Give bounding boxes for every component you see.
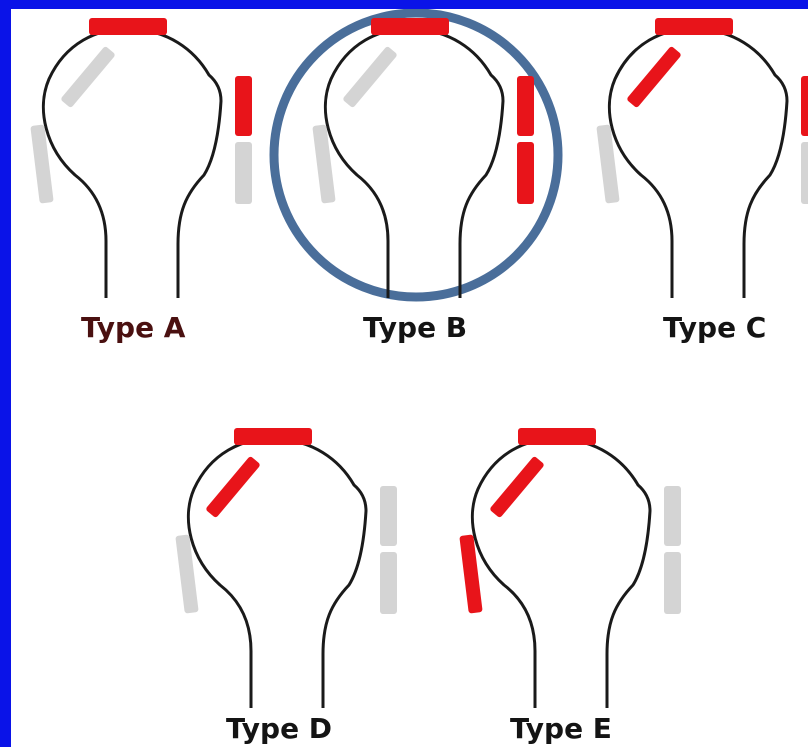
- left-segment: [30, 124, 54, 204]
- highlight-circle: [269, 9, 563, 302]
- humerus-outline: [186, 437, 368, 708]
- right-upper-segment: [801, 76, 808, 136]
- upper-left-segment: [490, 456, 544, 518]
- type-c-group: Type C: [596, 18, 808, 344]
- right-upper-segment: [517, 76, 534, 136]
- right-lower-segment: [517, 142, 534, 204]
- type-b-group: Type B: [269, 9, 563, 344]
- top-segment: [371, 18, 449, 35]
- right-upper-segment: [664, 486, 681, 546]
- top-segment: [518, 428, 596, 445]
- left-segment: [312, 124, 336, 204]
- humerus-outline: [607, 27, 789, 298]
- type-d-label: Type D: [226, 712, 332, 745]
- type-e-label: Type E: [510, 712, 612, 745]
- upper-left-segment: [206, 456, 260, 518]
- type-a-group: Type A: [30, 18, 252, 344]
- right-lower-segment: [235, 142, 252, 204]
- right-upper-segment: [380, 486, 397, 546]
- humerus-outline: [470, 437, 652, 708]
- upper-left-segment: [627, 46, 681, 108]
- left-segment: [596, 124, 620, 204]
- top-segment: [89, 18, 167, 35]
- type-e-group: Type E: [459, 428, 681, 745]
- left-segment: [459, 534, 483, 614]
- right-lower-segment: [664, 552, 681, 614]
- type-c-label: Type C: [663, 311, 766, 344]
- upper-left-segment: [61, 46, 115, 108]
- right-upper-segment: [235, 76, 252, 136]
- left-segment: [175, 534, 199, 614]
- top-segment: [234, 428, 312, 445]
- right-lower-segment: [801, 142, 808, 204]
- humerus-outline: [41, 27, 223, 298]
- type-diagram: Type A Type B Type C: [30, 9, 808, 745]
- humerus-outline: [323, 27, 505, 298]
- type-b-label: Type B: [363, 311, 467, 344]
- upper-left-segment: [343, 46, 397, 108]
- type-d-group: Type D: [175, 428, 397, 745]
- right-lower-segment: [380, 552, 397, 614]
- diagram-panel: Type A Type B Type C: [11, 9, 808, 747]
- top-segment: [655, 18, 733, 35]
- type-a-label: Type A: [81, 311, 186, 344]
